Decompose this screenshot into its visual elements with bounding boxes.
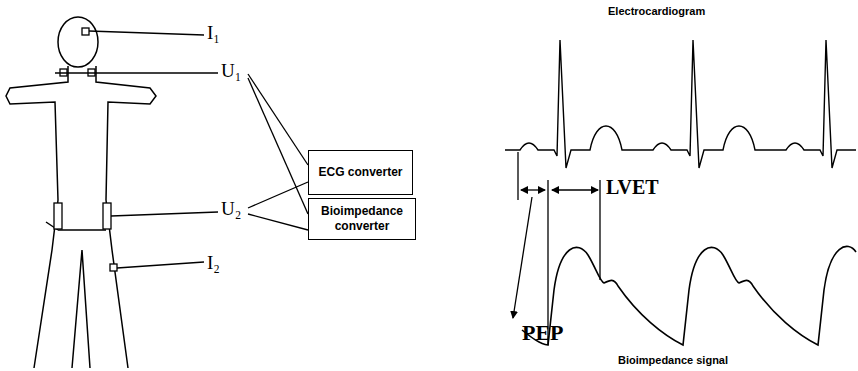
lvet-interval-arrow — [552, 189, 598, 190]
current-electrode-label: I₁ — [207, 22, 220, 43]
voltage-electrode-label: U₂ — [221, 198, 241, 219]
electrode — [82, 28, 89, 35]
current-electrode-label: I₂ — [207, 252, 220, 274]
box-text-group: Bioimpedance converter — [309, 202, 415, 236]
ecg-waveform — [505, 40, 856, 168]
head-outline — [58, 17, 98, 67]
signal-title: Electrocardiogram — [608, 5, 705, 17]
box-label: Bioimpedance converter — [309, 202, 415, 236]
body-left-outline — [6, 66, 68, 368]
timing-line — [599, 180, 600, 280]
leg-inner-outline — [72, 250, 90, 368]
current-electrode-label: I₂ — [207, 252, 220, 273]
interval-label: LVET — [606, 176, 659, 199]
bioimpedance-waveform — [522, 246, 856, 345]
voltage-electrode-label: U₁ — [221, 60, 241, 81]
signal-title: Bioimpedance signal — [618, 354, 728, 366]
pep-interval-arrow — [521, 189, 545, 190]
electrode — [54, 203, 62, 229]
voltage-electrode-label: U₁ — [221, 60, 241, 82]
timing-line — [517, 152, 518, 200]
body-outline — [6, 17, 156, 368]
pep-leader-arrow — [513, 197, 532, 318]
lead-wire — [248, 78, 308, 214]
electrode — [110, 264, 117, 271]
lead-wire — [111, 212, 218, 216]
lead-wire — [248, 182, 308, 208]
lead-wire — [248, 74, 308, 165]
lead-wire — [89, 31, 204, 35]
timing-marks — [513, 152, 600, 345]
lead-wire — [248, 214, 308, 230]
electrode — [103, 203, 111, 229]
interval-label: LVET — [606, 176, 659, 198]
electrodes — [54, 28, 117, 271]
signal-title: Electrocardiogram — [608, 5, 705, 17]
voltage-electrode-label: U₂ — [221, 198, 241, 220]
interval-label: PEP — [522, 320, 564, 345]
body-right-outline — [96, 66, 156, 368]
box-text-group: ECG converter — [312, 163, 408, 182]
lead-wires — [55, 31, 308, 268]
converter-box: ECG converter — [308, 150, 413, 195]
signal-title: Bioimpedance signal — [618, 354, 728, 366]
lead-wire — [55, 72, 218, 73]
lead-wire — [117, 262, 204, 268]
interval-label: PEP — [522, 320, 564, 346]
converter-box: Bioimpedance converter — [308, 198, 416, 240]
current-electrode-label: I₁ — [207, 22, 220, 44]
box-label: ECG converter — [312, 163, 408, 182]
